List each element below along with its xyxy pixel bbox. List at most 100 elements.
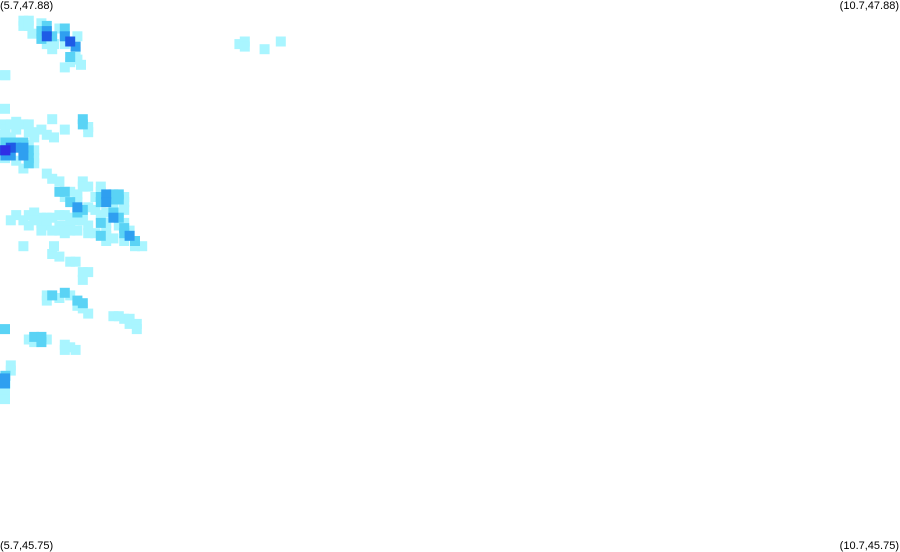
intensity-cell-level-1	[41, 168, 52, 179]
intensity-cell-level-1	[83, 127, 94, 138]
intensity-cell-level-2	[18, 137, 29, 148]
intensity-cell-level-1	[83, 202, 94, 213]
intensity-cell-level-1	[0, 388, 10, 399]
intensity-cell-level-3	[124, 230, 135, 241]
intensity-cell-level-1	[83, 181, 94, 192]
intensity-cell-level-1	[101, 225, 112, 236]
intensity-cell-level-1	[59, 228, 70, 239]
intensity-cell-level-1	[29, 337, 40, 348]
intensity-cell-level-1	[49, 132, 59, 143]
intensity-cell-level-1	[101, 236, 112, 246]
intensity-cell-level-2	[47, 290, 58, 301]
intensity-cell-level-1	[101, 207, 112, 218]
intensity-cell-level-2	[0, 137, 11, 148]
intensity-cell-level-1	[11, 116, 22, 127]
intensity-cell-level-1	[49, 39, 59, 50]
intensity-cell-level-1	[23, 334, 34, 345]
intensity-cell-level-2	[65, 197, 76, 208]
intensity-cell-level-1	[0, 383, 10, 394]
intensity-cell-level-1	[119, 192, 130, 202]
intensity-cell-level-1	[119, 197, 130, 208]
intensity-cell-level-1	[29, 158, 40, 169]
intensity-cell-level-3	[11, 142, 22, 153]
intensity-cell-level-1	[90, 228, 101, 239]
intensity-cell-level-1	[83, 267, 94, 278]
intensity-cell-level-1	[23, 20, 34, 31]
intensity-cell-level-2	[59, 23, 70, 34]
intensity-cell-level-1	[72, 225, 83, 236]
intensity-cell-level-2	[36, 33, 47, 44]
intensity-cell-level-1	[41, 212, 52, 223]
intensity-cell-level-2	[41, 20, 52, 31]
intensity-cell-level-1	[59, 124, 70, 135]
intensity-cell-level-1	[77, 181, 88, 192]
intensity-cell-level-1	[72, 215, 83, 226]
intensity-cell-level-1	[23, 220, 34, 231]
intensity-cell-level-2	[113, 212, 124, 223]
intensity-cell-level-1	[72, 54, 83, 65]
intensity-cell-level-1	[5, 360, 16, 371]
intensity-cell-level-1	[101, 217, 112, 228]
intensity-cell-level-1	[54, 225, 65, 236]
intensity-cell-level-2	[23, 153, 34, 164]
intensity-cell-level-1	[11, 210, 22, 221]
intensity-cell-level-1	[41, 295, 52, 306]
intensity-cell-level-2	[0, 324, 10, 335]
corner-label-bottom-right: (10.7,45.75)	[839, 540, 899, 552]
intensity-cell-level-1	[124, 313, 135, 324]
intensity-cell-level-2	[95, 192, 106, 202]
intensity-cell-level-2	[113, 194, 124, 205]
intensity-cell-level-1	[239, 36, 250, 47]
intensity-cell-level-1	[239, 41, 250, 52]
intensity-cell-level-1	[70, 256, 81, 267]
intensity-cell-level-1	[259, 44, 270, 55]
intensity-cell-level-4	[5, 142, 16, 153]
intensity-cell-level-1	[77, 176, 88, 187]
intensity-cell-level-1	[41, 39, 52, 50]
intensity-cell-level-1	[5, 119, 16, 130]
intensity-cell-level-1	[124, 225, 135, 236]
intensity-cell-level-1	[18, 241, 29, 252]
intensity-cell-level-1	[36, 225, 47, 236]
intensity-cell-level-1	[113, 220, 124, 231]
intensity-cell-level-1	[59, 344, 70, 355]
intensity-cell-level-2	[36, 26, 47, 37]
intensity-cell-level-1	[54, 176, 65, 187]
intensity-cell-level-1	[59, 192, 70, 202]
intensity-cell-level-1	[29, 153, 40, 164]
intensity-cell-level-1	[23, 140, 34, 151]
intensity-cell-level-1	[0, 394, 10, 405]
intensity-cell-level-3	[0, 378, 10, 389]
intensity-cell-level-1	[65, 256, 76, 267]
intensity-cell-level-1	[54, 251, 65, 262]
intensity-cell-level-1	[137, 241, 148, 252]
intensity-cell-level-2	[65, 52, 76, 62]
intensity-cell-level-1	[95, 210, 106, 221]
intensity-cell-level-1	[83, 308, 94, 319]
intensity-cell-level-1	[131, 318, 142, 329]
intensity-cell-level-1	[65, 186, 76, 197]
intensity-cells	[0, 15, 286, 405]
intensity-cell-level-3	[101, 189, 112, 200]
intensity-cell-level-1	[83, 122, 94, 132]
intensity-cell-level-1	[41, 220, 52, 231]
intensity-cell-level-1	[54, 210, 65, 221]
intensity-cell-level-1	[119, 217, 130, 228]
intensity-cell-level-1	[83, 228, 94, 239]
intensity-cell-level-2	[77, 298, 88, 309]
intensity-cell-level-2	[77, 119, 88, 130]
intensity-cell-level-1	[0, 119, 10, 130]
intensity-cell-level-2	[77, 204, 88, 215]
intensity-cell-level-3	[18, 142, 29, 153]
intensity-cell-level-1	[65, 225, 76, 236]
intensity-cell-level-4	[65, 36, 76, 47]
intensity-cell-level-1	[70, 46, 81, 57]
intensity-cell-level-5	[0, 145, 11, 156]
intensity-cell-level-1	[18, 20, 29, 31]
intensity-cell-level-1	[275, 36, 286, 47]
intensity-cell-level-2	[23, 158, 34, 169]
intensity-cell-level-2	[36, 337, 47, 348]
intensity-cell-level-1	[23, 15, 34, 26]
intensity-cell-level-1	[18, 163, 29, 174]
intensity-cell-level-1	[95, 181, 106, 192]
